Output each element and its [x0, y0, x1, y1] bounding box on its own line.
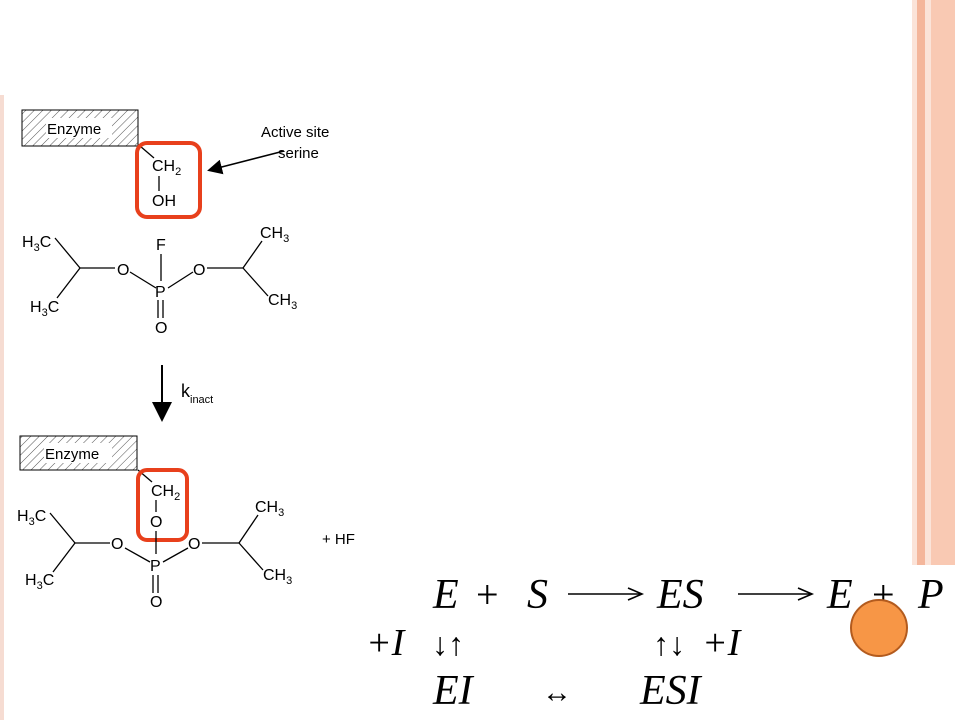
enzyme-label-bottom: Enzyme	[45, 446, 99, 463]
p-atom-bottom: P	[150, 558, 161, 575]
kinetic-scheme: E + S ES E + P +I ↓↑ ↑↓ +I EI ↔ ESI	[366, 572, 944, 714]
scheme-plus-i-left: +I	[366, 622, 407, 664]
enzyme-block-bottom: Enzyme	[19, 435, 138, 471]
h3c-top-left: H3C	[22, 234, 51, 254]
right-stripe-1	[912, 0, 917, 720]
h3c-left-1-bottom: H3C	[17, 508, 46, 528]
scheme-arrows-right: ↑↓	[653, 626, 685, 662]
rate-constant: kinact	[181, 381, 213, 406]
h3c-left-2-bottom: H3C	[25, 572, 54, 592]
scheme-e-2: E	[826, 572, 853, 618]
f-atom: F	[156, 237, 166, 254]
scheme-arrow-2	[738, 587, 815, 601]
active-site-label-line1: Active site	[261, 124, 329, 141]
o-left: O	[117, 262, 129, 279]
scheme-e: E	[432, 572, 459, 618]
scheme-arrows-left: ↓↑	[432, 626, 464, 662]
o-serine-bottom: O	[150, 514, 162, 531]
scheme-arrow-1	[568, 587, 645, 601]
o-right: O	[193, 262, 205, 279]
hf-byproduct: + HF	[322, 531, 355, 548]
o-double-bond: O	[155, 320, 167, 337]
accent-circle	[850, 599, 908, 657]
ch3-bottom-right-bottom: CH3	[263, 567, 292, 587]
ch3-top-right: CH3	[260, 225, 289, 245]
scheme-plus-1: +	[476, 572, 499, 617]
scheme-equilibrium-arrow: ↔	[542, 676, 572, 709]
o-double-bond-bottom: O	[150, 594, 162, 611]
p-atom: P	[155, 284, 166, 301]
serine-highlight-box-top	[135, 141, 202, 219]
h3c-bottom-left: H3C	[30, 299, 59, 319]
scheme-s: S	[527, 572, 548, 618]
enzyme-label-top: Enzyme	[47, 121, 101, 138]
dfp-molecule: H3C H3C O F P O O CH3 CH3	[22, 225, 297, 337]
scheme-esi: ESI	[639, 668, 703, 714]
active-site-label-line2: serine	[278, 145, 319, 162]
scheme-plus-i-right: +I	[702, 622, 743, 664]
ch3-top-right-bottom: CH3	[255, 499, 284, 519]
ch3-bottom-right: CH3	[268, 292, 297, 312]
serine-highlight-box-bottom	[136, 468, 189, 542]
oh-top: OH	[152, 193, 176, 210]
o-right-bottom: O	[188, 536, 200, 553]
scheme-ei: EI	[432, 668, 475, 714]
active-site-arrow	[207, 150, 285, 175]
ch2-bottom: CH2	[151, 483, 180, 503]
right-stripe-3	[925, 0, 931, 720]
ch2-top: CH2	[152, 158, 181, 178]
scheme-es: ES	[656, 572, 704, 618]
bond-enzyme-ch2-top	[139, 145, 155, 159]
right-stripe-2	[917, 0, 925, 720]
scheme-p: P	[917, 572, 944, 618]
enzyme-block-top: Enzyme	[21, 109, 139, 147]
phosphorylated-serine: H3C H3C O P O O CH3 CH3	[17, 499, 292, 611]
left-edge-bar	[0, 95, 4, 720]
o-left-bottom: O	[111, 536, 123, 553]
